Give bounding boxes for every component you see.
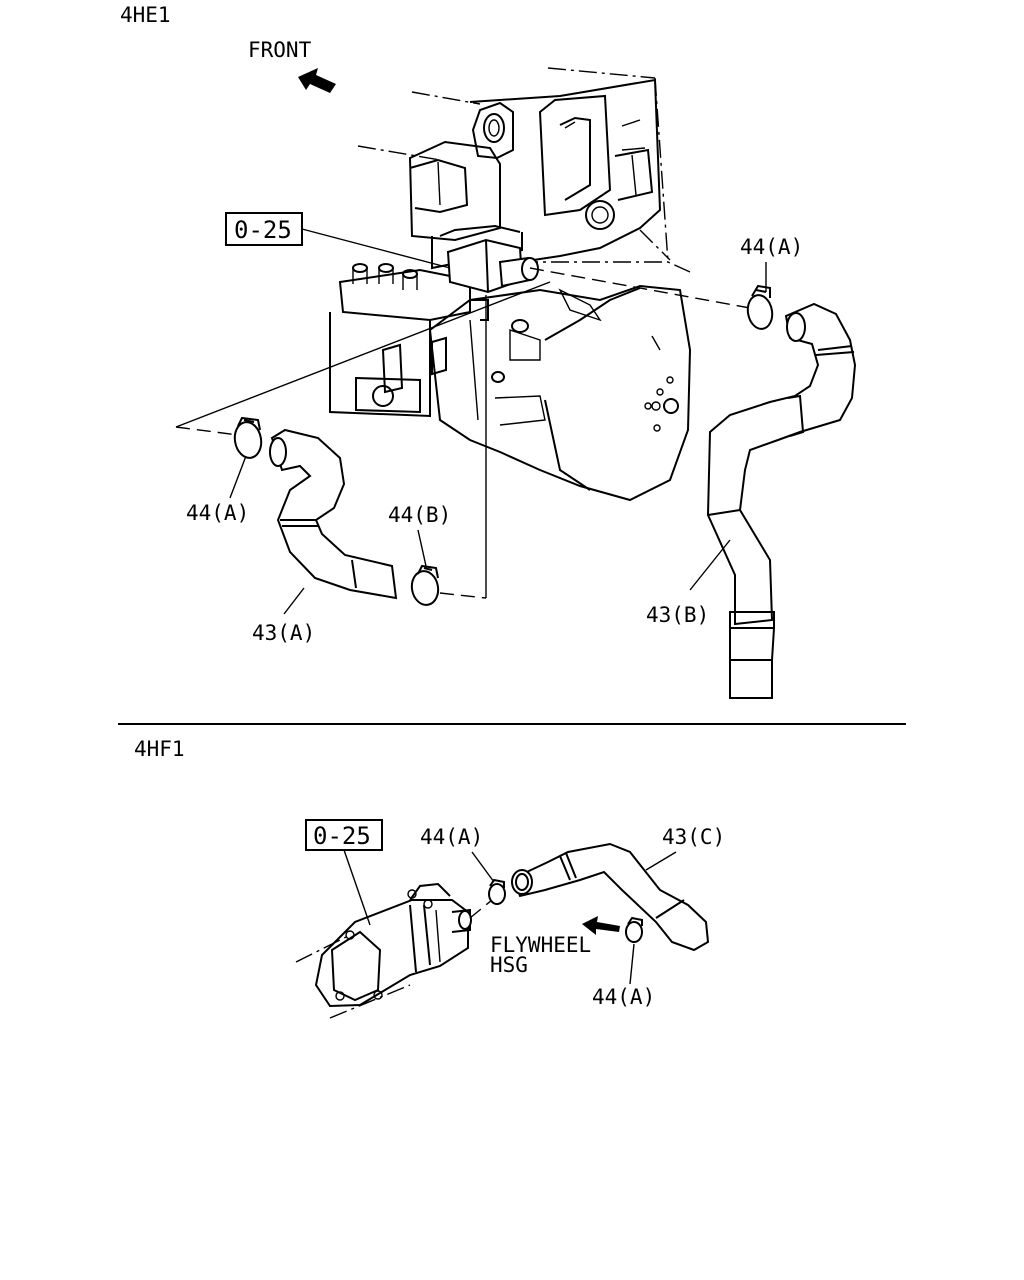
callout-44a-4hf1-upper: 44(A) <box>420 825 483 849</box>
hose-43c <box>511 842 710 952</box>
leader-44a-4hf1-upper <box>471 851 495 883</box>
callout-43a: 43(A) <box>252 621 315 645</box>
clamp-44a-left <box>233 416 263 459</box>
reference-label-bottom: 0-25 <box>313 822 371 850</box>
clamp-44b <box>410 564 440 606</box>
leader-43b <box>689 539 731 591</box>
routing-line-left <box>175 281 551 428</box>
front-label: FRONT <box>248 38 312 62</box>
leader-44b <box>417 529 427 567</box>
fitting-assembly <box>446 238 539 321</box>
hose-43b <box>706 302 857 699</box>
note-flywheel: FLYWHEEL <box>490 933 591 957</box>
hose-43a <box>269 428 398 600</box>
callout-44b: 44(B) <box>388 503 451 527</box>
callout-44a-4hf1-lower: 44(A) <box>592 985 655 1009</box>
section-4hf1: 4HF1 0-25 44(A <box>134 737 725 1019</box>
clamp-44a-4hf1-lower <box>625 916 643 943</box>
leader-44a-left <box>229 455 247 499</box>
note-hsg: HSG <box>490 953 528 977</box>
leader-0-25-bottom <box>343 849 371 926</box>
leader-44a-4hf1-lower <box>629 943 635 985</box>
leader-43c <box>645 851 677 871</box>
housing-drawing <box>295 882 472 1019</box>
clamp-44a-right <box>746 284 774 330</box>
engine-block-drawing <box>329 67 692 502</box>
model-label-4he1: 4HE1 <box>120 3 171 27</box>
callout-43b: 43(B) <box>646 603 709 627</box>
reference-label-top: 0-25 <box>234 216 292 244</box>
routing-dash-left <box>175 426 239 436</box>
routing-dash-right <box>529 267 751 309</box>
front-arrow-icon <box>298 68 336 93</box>
flywheel-arrow-icon <box>582 916 620 935</box>
callout-44a-top-right: 44(A) <box>740 235 803 259</box>
callout-43c: 43(C) <box>662 825 725 849</box>
leader-0-25-top <box>301 228 451 269</box>
routing-dash-bottom <box>439 592 487 599</box>
routing-dash-4hf1 <box>469 899 493 919</box>
leader-43a <box>283 587 305 615</box>
section-4he1: 4HE1 FRONT <box>120 3 857 699</box>
callout-44a-left: 44(A) <box>186 501 249 525</box>
clamp-44a-4hf1-upper <box>488 878 506 905</box>
model-label-4hf1: 4HF1 <box>134 737 185 761</box>
